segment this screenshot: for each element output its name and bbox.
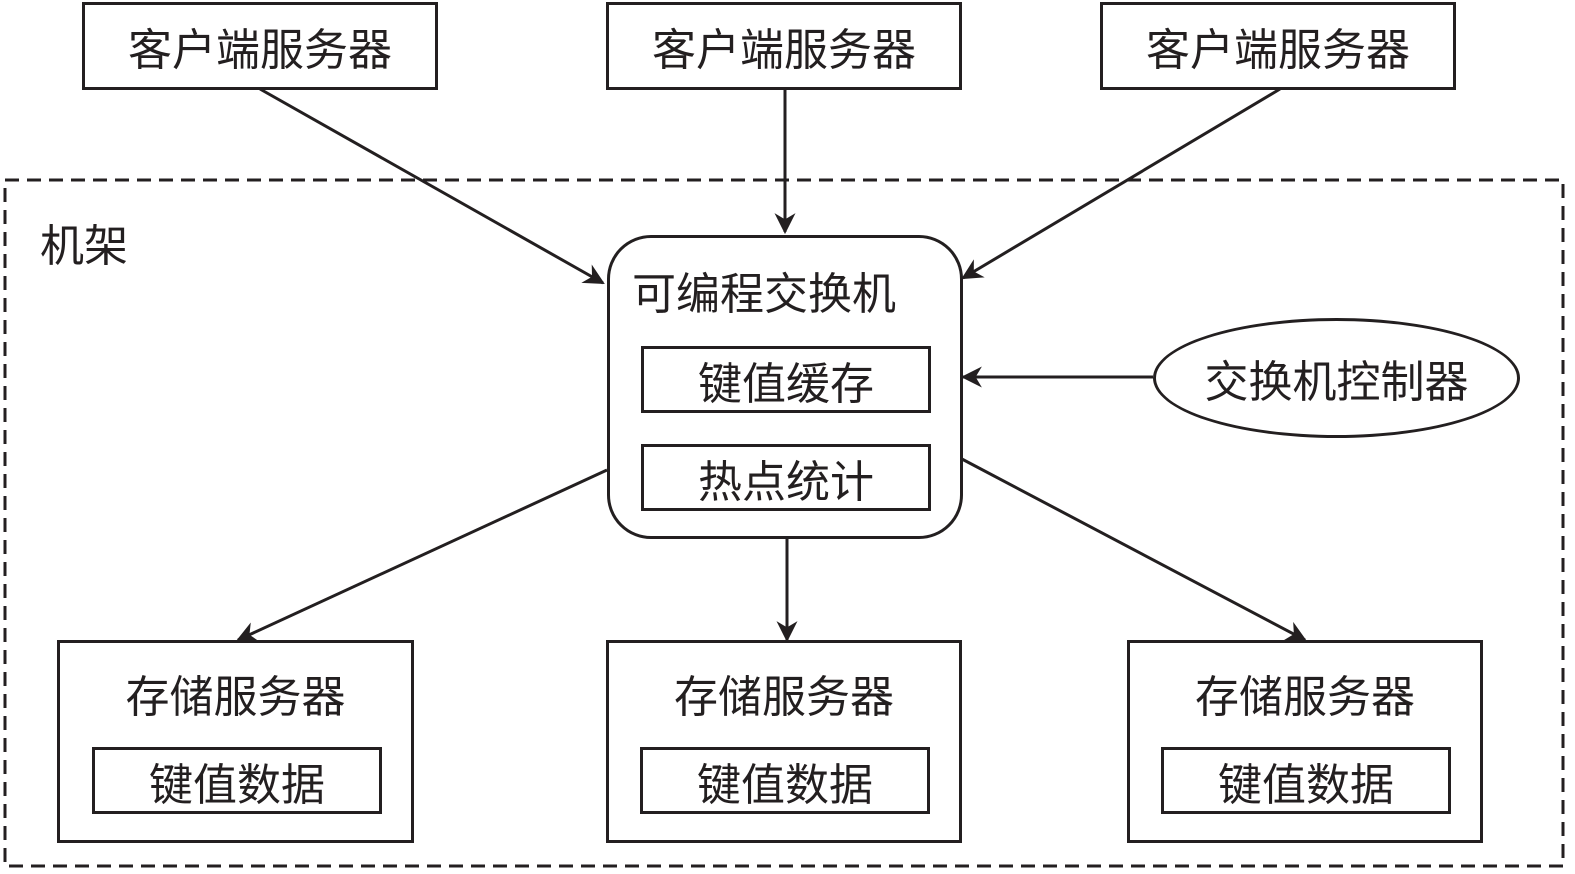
storage-server-2[interactable]: 存储服务器 键值数据 (606, 640, 962, 843)
client-server-2[interactable]: 客户端服务器 (606, 2, 962, 90)
storage-server-3[interactable]: 存储服务器 键值数据 (1127, 640, 1483, 843)
switch-title: 可编程交换机 (632, 269, 896, 320)
storage-server-2-kv-data[interactable]: 键值数据 (640, 747, 930, 814)
switch-controller[interactable]: 交换机控制器 (1153, 318, 1520, 438)
edge-switch-to-storage-1 (236, 468, 608, 642)
storage-server-3-kv-data[interactable]: 键值数据 (1161, 747, 1451, 814)
hotspot-stats-module[interactable]: 热点统计 (641, 444, 931, 511)
storage-server-3-label: 存储服务器 (1195, 672, 1415, 723)
edge-client-3-to-switch (961, 87, 1281, 280)
storage-server-1-kv-data[interactable]: 键值数据 (92, 747, 382, 814)
rack-label: 机架 (40, 221, 128, 272)
programmable-switch[interactable]: 可编程交换机 键值缓存 热点统计 (607, 235, 963, 539)
storage-server-2-label: 存储服务器 (674, 672, 894, 723)
storage-server-1[interactable]: 存储服务器 键值数据 (57, 640, 414, 843)
storage-server-1-label: 存储服务器 (125, 672, 346, 723)
client-server-3[interactable]: 客户端服务器 (1100, 2, 1456, 90)
client-server-1[interactable]: 客户端服务器 (82, 2, 438, 90)
kv-cache-module[interactable]: 键值缓存 (641, 346, 931, 413)
edge-switch-to-storage-3 (959, 456, 1307, 642)
edge-client-1-to-switch (259, 87, 605, 285)
